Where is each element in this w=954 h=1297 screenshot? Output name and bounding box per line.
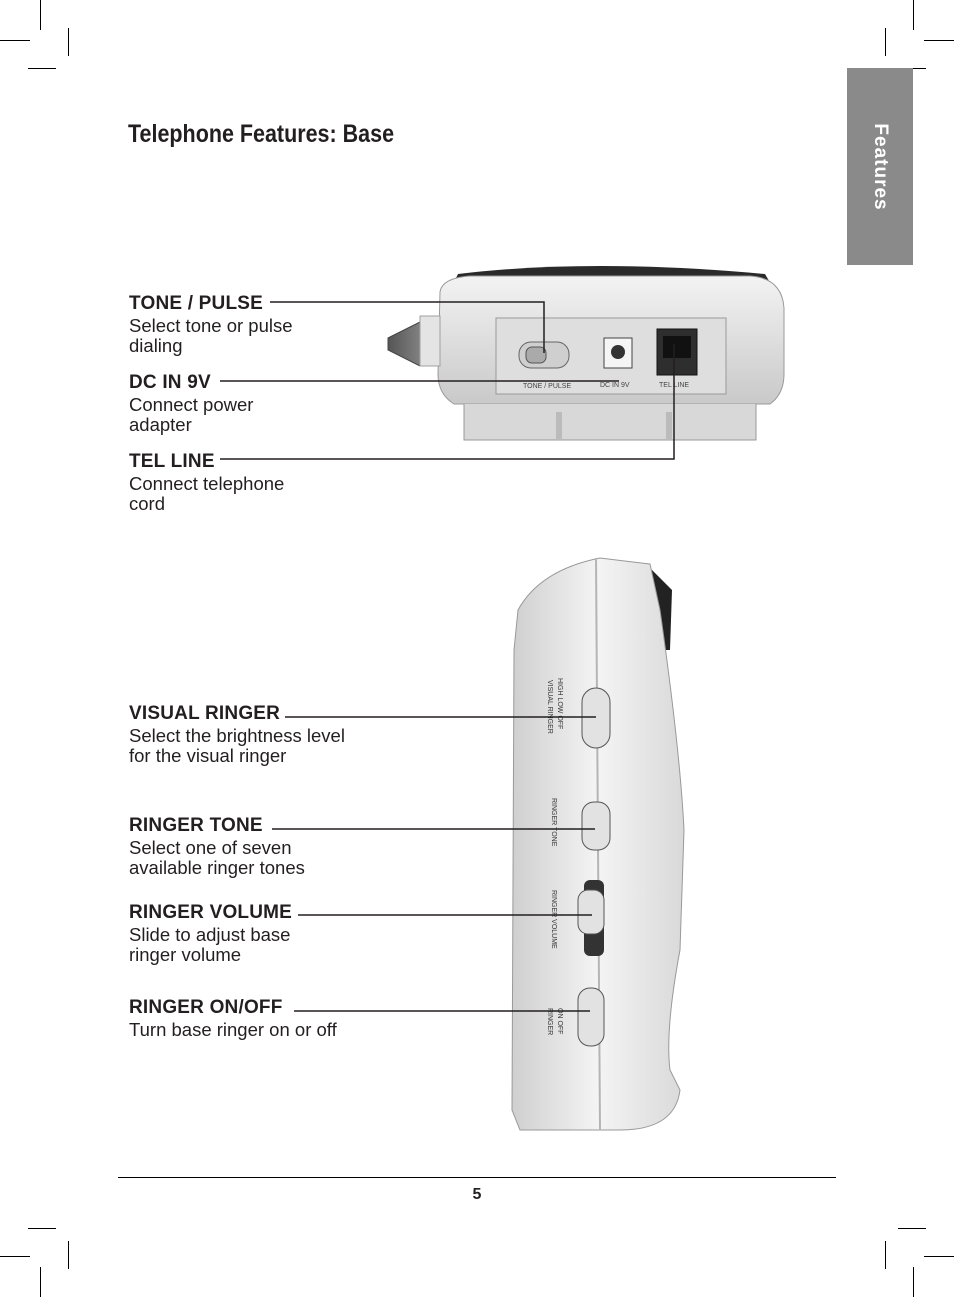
callout-description: Turn base ringer on or off [129,1019,337,1040]
callout-tel-line: TEL LINE Connect telephone cord [129,451,359,514]
callout-ringer-volume: RINGER VOLUME Slide to adjust base ringe… [129,902,359,965]
callout-heading: TONE / PULSE [129,293,264,314]
callout-description: Select the brightness level for the visu… [129,725,345,766]
callout-dc-in: DC IN 9V Connect power adapter [129,372,359,435]
side-label-ringer: RINGER [546,1008,553,1035]
side-label-on-off: ON OFF [556,1008,563,1034]
callout-description: Slide to adjust base ringer volume [129,924,291,965]
rear-label-dc-in: DC IN 9V [600,382,630,389]
callout-heading: RINGER ON/OFF [129,997,283,1018]
base-side-view: HIGH LOW OFF VISUAL RINGER RINGER TONE R… [511,557,685,1131]
side-label-visual-levels: HIGH LOW OFF [556,678,563,729]
callout-description: Connect telephone cord [129,473,285,514]
side-label-ringer-tone: RINGER TONE [550,798,557,847]
callout-heading: RINGER VOLUME [129,902,293,923]
callout-heading: VISUAL RINGER [129,703,281,724]
callout-ringer-tone: RINGER TONE Select one of seven availabl… [129,815,359,878]
callout-ringer-on-off: RINGER ON/OFF Turn base ringer on or off [129,997,359,1040]
side-label-visual-ringer: VISUAL RINGER [546,680,553,734]
callout-heading: TEL LINE [129,451,215,472]
section-tab: Features [847,68,913,265]
callout-description: Connect power adapter [129,394,254,435]
callout-heading: DC IN 9V [129,372,211,393]
callout-tone-pulse: TONE / PULSE Select tone or pulse dialin… [129,293,359,356]
callout-visual-ringer: VISUAL RINGER Select the brightness leve… [129,703,359,766]
side-label-ringer-volume: RINGER VOLUME [550,890,557,949]
callout-heading: RINGER TONE [129,815,263,836]
page-title: Telephone Features: Base [128,120,395,148]
footer-rule [118,1177,836,1178]
page-number: 5 [472,1186,482,1203]
callout-description: Select one of seven available ringer ton… [129,837,305,878]
callout-description: Select tone or pulse dialing [129,315,293,356]
rear-label-tone-pulse: TONE / PULSE [523,383,571,390]
